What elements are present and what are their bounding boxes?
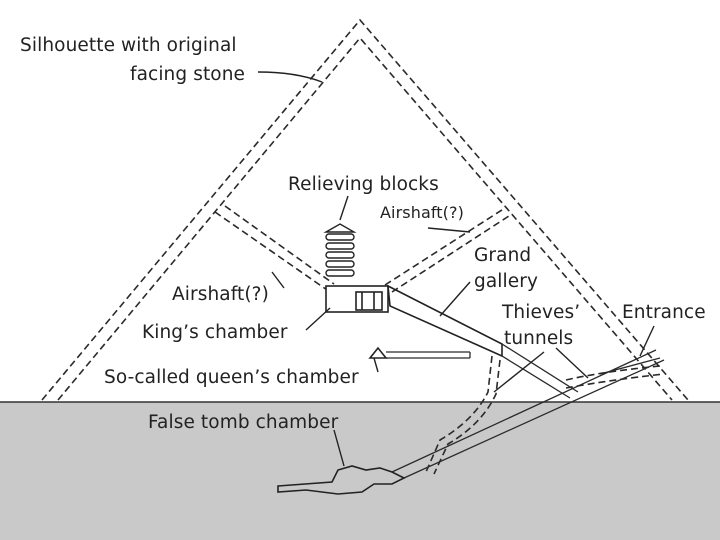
label-grand-line2: gallery [474, 271, 538, 292]
leader-thieves-1 [493, 351, 545, 393]
pyramid-inner-outline [57, 36, 673, 401]
label-silhouette-line2: facing stone [130, 64, 245, 85]
grand-gallery-shape [387, 284, 503, 358]
leader-grand-gallery [439, 281, 471, 317]
well-shaft [425, 355, 493, 473]
leader-kings-chamber [305, 307, 331, 331]
queens-chamber-shape [368, 346, 388, 359]
leader-thieves-2 [555, 347, 589, 379]
leader-airshaft-upper [427, 227, 471, 233]
label-false-tomb: False tomb chamber [148, 412, 339, 433]
label-entrance: Entrance [622, 302, 706, 323]
ascending-corridor [501, 343, 579, 399]
kings-chamber-shape [325, 285, 389, 313]
relieving-blocks-stack [323, 223, 357, 277]
leader-entrance [639, 325, 655, 357]
leader-silhouette [257, 71, 323, 83]
leader-airshaft-left [271, 271, 285, 289]
thieves-tunnel-1 [565, 365, 661, 381]
north-airshaft-left-2 [224, 205, 335, 285]
label-thieves-line2: tunnels [504, 328, 573, 349]
pyramid-outer-outline [41, 18, 689, 401]
leader-false-tomb [333, 429, 345, 467]
queens-passage [386, 351, 470, 359]
thieves-tunnel-2 [565, 373, 665, 389]
bedrock-ground [0, 402, 720, 540]
leader-queens-chamber [373, 357, 379, 373]
label-queens-chamber: So-called queen’s chamber [104, 367, 359, 388]
label-silhouette-line1: Silhouette with original [20, 35, 237, 56]
leader-relieving-blocks [339, 195, 349, 221]
label-grand-line1: Grand [474, 245, 531, 266]
label-airshaft-upper: Airshaft(?) [380, 203, 464, 222]
label-thieves-line1: Thieves’ [501, 302, 580, 323]
airshaft-right [384, 207, 506, 286]
false-tomb-chamber-shape [277, 465, 406, 495]
label-relieving-blocks: Relieving blocks [288, 174, 439, 195]
well-shaft-2 [433, 359, 501, 475]
label-kings-chamber: King’s chamber [142, 322, 288, 343]
north-airshaft-left [214, 211, 331, 293]
airshaft-right-2 [391, 213, 513, 293]
label-airshaft-left: Airshaft(?) [172, 284, 269, 305]
